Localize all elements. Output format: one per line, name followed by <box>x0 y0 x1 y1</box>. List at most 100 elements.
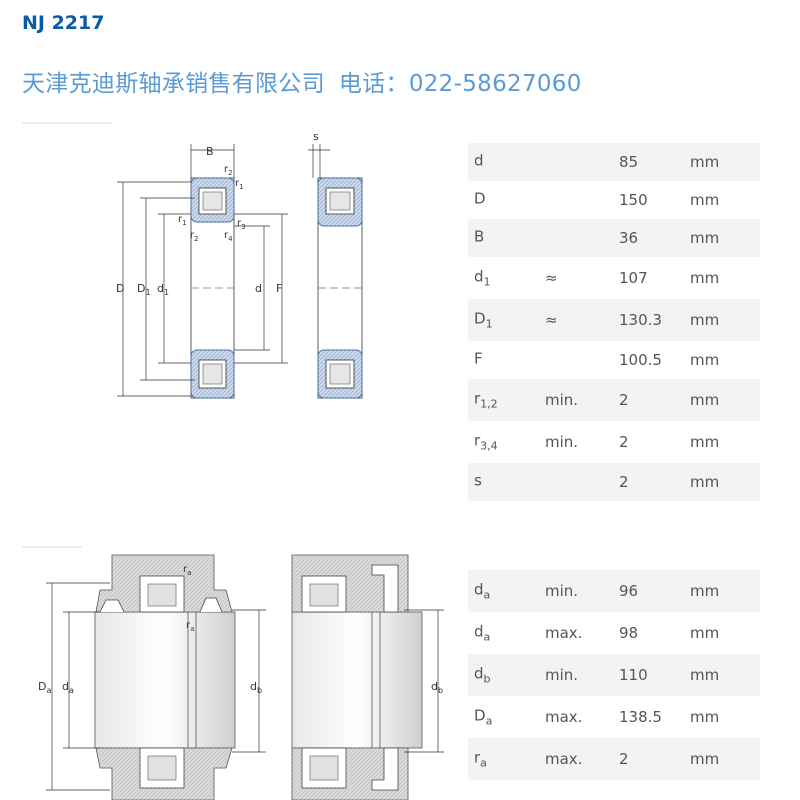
param-symbol: B <box>474 227 485 246</box>
label-db-right: db <box>431 680 443 695</box>
param-value: 2 <box>619 391 629 409</box>
dimension-row: D 150 mm <box>468 181 760 219</box>
param-value: 107 <box>619 269 648 287</box>
param-unit: mm <box>690 708 720 726</box>
param-value: 85 <box>619 153 639 171</box>
param-value: 98 <box>619 624 639 642</box>
param-qualifier: max. <box>545 624 583 642</box>
label-s: s <box>313 130 319 143</box>
param-qualifier: ≈ <box>545 269 558 287</box>
faint-divider-top <box>22 122 112 124</box>
dimension-row: d1 ≈107 mm <box>468 257 760 299</box>
label-d1: d1 <box>157 282 169 297</box>
param-value: 138.5 <box>619 708 662 726</box>
param-symbol: d1 <box>474 267 491 289</box>
abutment-row: da max. 98 mm <box>468 612 760 654</box>
param-symbol: da <box>474 580 491 602</box>
param-value: 2 <box>619 750 629 768</box>
param-unit: mm <box>690 473 720 491</box>
faint-divider-mid <box>22 546 82 548</box>
label-D1: D1 <box>137 282 151 297</box>
label-F: F <box>276 282 282 295</box>
company-banner: 天津克迪斯轴承销售有限公司电话：022-58627060 <box>22 64 582 98</box>
param-value: 2 <box>619 433 629 451</box>
dimension-row: r1,2 min. 2 mm <box>468 379 760 421</box>
param-value: 130.3 <box>619 311 662 329</box>
param-symbol: D <box>474 189 486 208</box>
abutment-left-assembly <box>94 554 236 800</box>
phone-label: 电话： <box>338 71 409 97</box>
label-r1: r1 <box>178 214 187 227</box>
param-qualifier: max. <box>545 750 583 768</box>
param-symbol: d <box>474 151 484 170</box>
abutment-row: da min. 96 mm <box>468 570 760 612</box>
label-r2-top: r2 <box>224 164 233 177</box>
bearing-section-top <box>190 177 235 223</box>
param-qualifier: min. <box>545 666 579 684</box>
param-symbol: da <box>474 622 491 644</box>
abutment-row: db min. 110 mm <box>468 654 760 696</box>
dimension-row: B 36 mm <box>468 219 760 257</box>
param-value: 36 <box>619 229 639 247</box>
param-symbol: r1,2 <box>474 389 498 411</box>
param-unit: mm <box>690 191 720 209</box>
param-unit: mm <box>690 311 720 329</box>
param-qualifier: ≈ <box>545 311 558 329</box>
abutment-row: Da max. 138.5 mm <box>468 696 760 738</box>
param-unit: mm <box>690 269 720 287</box>
label-r2: r2 <box>190 230 199 243</box>
param-qualifier: min. <box>545 391 579 409</box>
param-symbol: D1 <box>474 309 493 331</box>
label-ra: ra <box>186 620 194 633</box>
param-value: 150 <box>619 191 648 209</box>
abutment-right-assembly <box>291 554 423 800</box>
phone-number: 022-58627060 <box>408 71 582 97</box>
param-unit: mm <box>690 433 720 451</box>
label-r1-top: r1 <box>235 178 244 191</box>
param-symbol: db <box>474 664 491 686</box>
param-symbol: Da <box>474 706 493 728</box>
param-value: 110 <box>619 666 648 684</box>
param-symbol: F <box>474 349 483 368</box>
param-unit: mm <box>690 750 720 768</box>
abutment-row: ra max. 2 mm <box>468 738 760 780</box>
param-qualifier: max. <box>545 708 583 726</box>
dimension-row: D1 ≈130.3 mm <box>468 299 760 341</box>
param-unit: mm <box>690 666 720 684</box>
dimension-row: r3,4 min. 2 mm <box>468 421 760 463</box>
param-value: 96 <box>619 582 639 600</box>
bearing-section-bottom <box>190 349 235 399</box>
label-ra-top: ra <box>183 564 191 577</box>
param-symbol: s <box>474 471 482 490</box>
param-unit: mm <box>690 153 720 171</box>
bearing-side-view <box>308 144 363 399</box>
param-unit: mm <box>690 624 720 642</box>
param-symbol: r3,4 <box>474 431 498 453</box>
bearing-dimension-diagram: B D D1 d1 d F r2 r1 r1 r2 r3 r4 s <box>116 130 363 399</box>
label-r3: r3 <box>237 218 246 231</box>
param-unit: mm <box>690 391 720 409</box>
product-title: NJ 2217 <box>22 12 105 34</box>
param-qualifier: min. <box>545 582 579 600</box>
label-Da: Da <box>38 680 51 695</box>
param-unit: mm <box>690 229 720 247</box>
param-value: 100.5 <box>619 351 662 369</box>
param-unit: mm <box>690 351 720 369</box>
param-symbol: ra <box>474 748 487 770</box>
param-unit: mm <box>690 582 720 600</box>
label-D: D <box>116 282 124 295</box>
company-name: 天津克迪斯轴承销售有限公司 <box>22 71 325 97</box>
param-value: 2 <box>619 473 629 491</box>
abutment-diagram: Da da db ra ra db <box>38 554 444 800</box>
label-B: B <box>206 145 214 158</box>
dimension-row: d 85 mm <box>468 143 760 181</box>
dimension-row: F 100.5 mm <box>468 341 760 379</box>
param-qualifier: min. <box>545 433 579 451</box>
label-da: da <box>62 680 74 695</box>
label-r4: r4 <box>224 230 233 243</box>
label-d: d <box>255 282 262 295</box>
label-db: db <box>250 680 262 695</box>
dimension-row: s 2 mm <box>468 463 760 501</box>
